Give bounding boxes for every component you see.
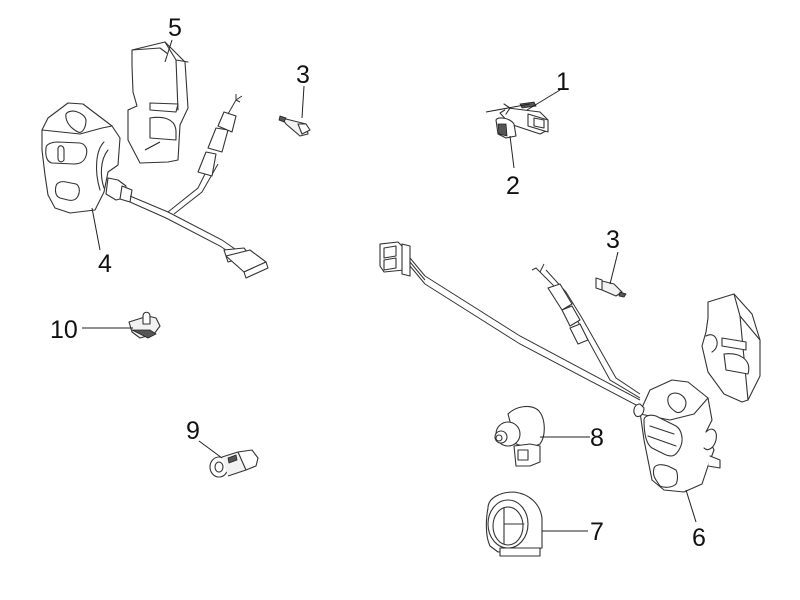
- leader-lines: [82, 39, 697, 532]
- callout-5: 5: [168, 14, 182, 42]
- part-6-right-switch: [633, 379, 721, 493]
- part-9-socket: [209, 449, 259, 478]
- callout-6: 6: [692, 524, 706, 552]
- part-right-cover: [701, 293, 761, 403]
- callout-9: 9: [186, 417, 200, 445]
- leader-6: [685, 489, 697, 523]
- part-10-clip-nut: [128, 311, 161, 339]
- part-7-ignition-cover: [485, 491, 543, 557]
- callout-10: 10: [50, 316, 78, 344]
- left-harness: [129, 94, 269, 279]
- callout-3-left: 3: [296, 61, 310, 89]
- leader-1: [526, 89, 561, 111]
- callout-1: 1: [556, 68, 570, 96]
- callouts: 5 3 4 1 2 3 10 9 8 7 6: [50, 14, 706, 552]
- leader-5: [164, 39, 173, 63]
- part-3-bulb-right: [595, 277, 627, 298]
- part-5-left-cover: [127, 41, 189, 164]
- part-4-left-switch: [41, 102, 133, 214]
- leader-9: [198, 440, 223, 459]
- callout-8: 8: [590, 424, 604, 452]
- callout-3-right: 3: [606, 226, 620, 254]
- callout-4: 4: [98, 250, 112, 278]
- callout-2: 2: [506, 172, 520, 200]
- part-3-bulb-left: [278, 115, 311, 137]
- part-8-ignition-switch: [494, 405, 545, 467]
- part-2-rocker: [495, 117, 517, 139]
- right-harness: [379, 241, 641, 407]
- part-1-switch: [485, 101, 549, 135]
- leader-2: [509, 135, 515, 169]
- leader-4: [91, 207, 101, 251]
- leader-3a: [301, 85, 305, 119]
- callout-7: 7: [590, 518, 604, 546]
- leader-3b: [609, 251, 619, 285]
